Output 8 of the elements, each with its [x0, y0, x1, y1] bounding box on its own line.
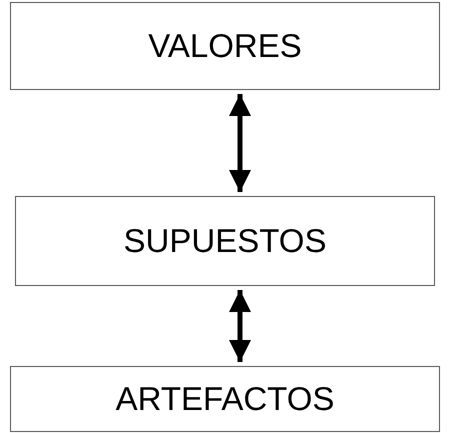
box-label: SUPUESTOS — [124, 222, 326, 260]
box-label: VALORES — [148, 27, 302, 65]
text-box — [15, 196, 435, 286]
double-arrow — [229, 290, 251, 362]
text-box — [10, 2, 440, 90]
text-box — [10, 366, 440, 432]
double-arrow — [229, 94, 251, 192]
box-label: ARTEFACTOS — [116, 380, 334, 418]
